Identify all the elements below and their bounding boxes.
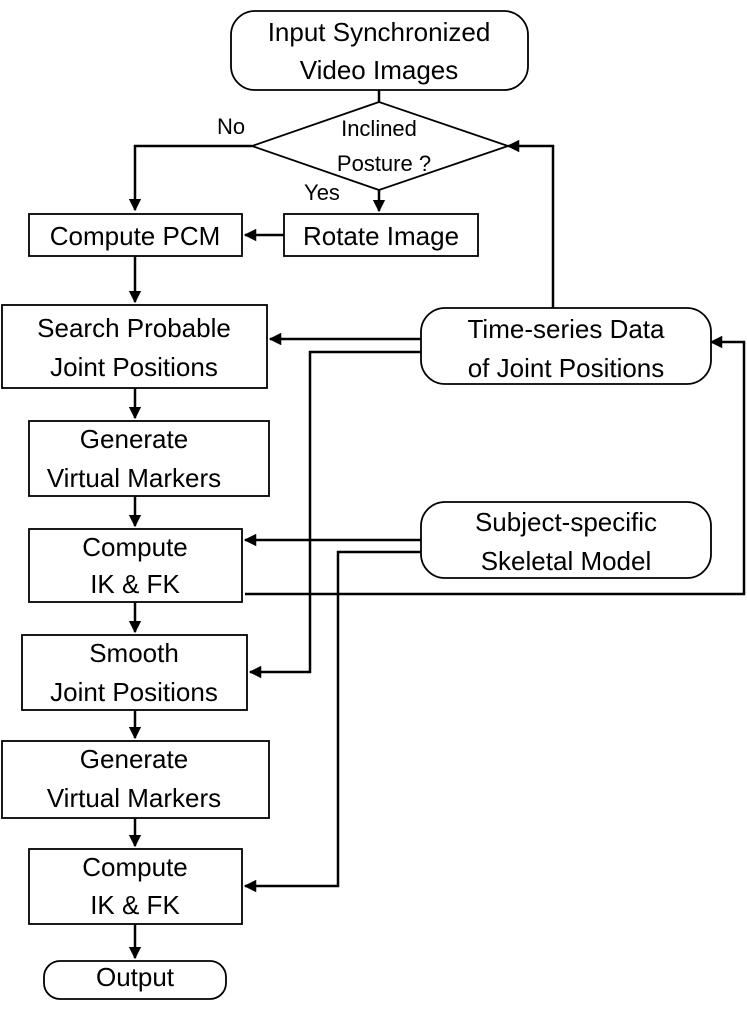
time-series-node (420, 307, 712, 385)
generate-markers-2-label-line2: Virtual Markers (47, 783, 221, 813)
skeletal-model-node (420, 501, 712, 579)
compute-pcm-node (28, 213, 243, 257)
compute-ikfk-2-label-line2: IK & FK (90, 890, 180, 920)
connectors (128, 90, 746, 960)
generate-markers-1-label-line1: Generate (80, 424, 188, 454)
compute-ikfk-2-label-line1: Compute (82, 852, 188, 882)
decision-label-line1: Inclined (341, 116, 417, 141)
edge-timeseries-to-decision (506, 139, 555, 308)
compute-ikfk-1-label-line2: IK & FK (90, 569, 180, 599)
smooth-joints-node (21, 634, 248, 711)
search-joints-node (1, 304, 268, 389)
generate-markers-2-node (1, 740, 270, 819)
input-node (230, 10, 529, 91)
compute-ikfk-1-node (28, 528, 243, 603)
time-series-label-line1: Time-series Data (468, 314, 666, 344)
decision-label-line2: Posture ? (337, 151, 431, 176)
edge-timeseries-to-smooth (248, 350, 421, 679)
generate-markers-1-node (28, 420, 270, 497)
compute-ikfk-2-node (28, 848, 243, 925)
no-edge-label: No (217, 114, 245, 139)
smooth-joints-label-line1: Smooth (89, 638, 179, 668)
time-series-label-line2: of Joint Positions (468, 353, 665, 383)
skeletal-model-label-line1: Subject-specific (475, 507, 657, 537)
input-label-line1: Input Synchronized (268, 17, 491, 47)
decision-node (249, 101, 511, 191)
generate-markers-2-label-line1: Generate (80, 744, 188, 774)
input-label-line2: Video Images (300, 55, 459, 85)
search-joints-label-line2: Joint Positions (50, 352, 218, 382)
edge-ikfk1-to-timeseries (245, 335, 746, 596)
smooth-joints-label-line2: Joint Positions (50, 677, 218, 707)
search-joints-label-line1: Search Probable (37, 313, 231, 343)
compute-ikfk-1-label-line1: Compute (82, 532, 188, 562)
edge-decision-no-to-pcm (128, 144, 252, 212)
output-label: Output (96, 962, 175, 992)
skeletal-model-label-line2: Skeletal Model (481, 546, 652, 576)
edge-skeletal-to-ikfk2 (243, 550, 421, 893)
rotate-image-label: Rotate Image (303, 221, 459, 251)
compute-pcm-label: Compute PCM (50, 221, 221, 251)
rotate-image-node (283, 213, 479, 257)
yes-edge-label: Yes (304, 180, 340, 205)
generate-markers-1-label-line2: Virtual Markers (47, 463, 221, 493)
output-node (43, 960, 227, 1000)
